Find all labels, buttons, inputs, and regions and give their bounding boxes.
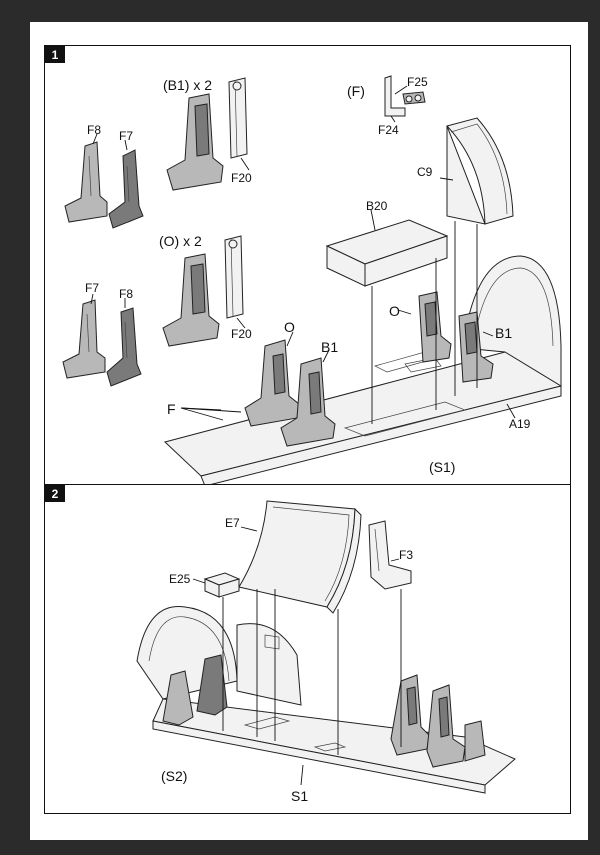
label-c9: C9: [417, 165, 433, 179]
cockpit-tub-s1-drawing: [164, 255, 562, 487]
label-s2-subassembly: (S2): [161, 768, 187, 784]
label-b1-right: B1: [495, 325, 512, 341]
label-s1-subassembly: (S1): [429, 459, 455, 475]
label-e25: E25: [169, 572, 191, 586]
part-e25-drawing: [203, 572, 241, 598]
seat-parts-f7-f8-bottom: [62, 299, 142, 387]
step-2-panel: 2: [44, 484, 571, 814]
label-f20-top: F20: [231, 171, 252, 185]
label-a19: A19: [509, 417, 531, 431]
label-b20: B20: [366, 199, 388, 213]
step-1-number: 1: [45, 46, 65, 63]
part-c9-drawing: [446, 117, 514, 225]
label-f7-top: F7: [119, 129, 133, 143]
seats-in-tub-step2: [162, 654, 486, 768]
seat-parts-f8-f7-top: [64, 141, 144, 229]
label-b1-left: B1: [321, 339, 338, 355]
label-f-callout: F: [167, 401, 176, 417]
label-f20-bottom: F20: [231, 327, 252, 341]
part-e7-drawing: [238, 500, 362, 614]
seats-in-tub-step1: [244, 291, 494, 447]
seat-b1-with-f20-drawing: [166, 77, 248, 191]
seat-o-with-f20-drawing: [162, 235, 244, 347]
cockpit-tub-s2-drawing: [136, 605, 516, 794]
label-f24: F24: [378, 123, 399, 137]
label-e7: E7: [225, 516, 240, 530]
step-2-number: 2: [45, 485, 65, 502]
label-f3: F3: [399, 548, 413, 562]
label-o-right: O: [389, 303, 400, 319]
label-s1-part: S1: [291, 788, 308, 804]
part-f24-f25-drawing: [384, 75, 426, 117]
part-f3-drawing: [368, 520, 412, 590]
label-f7-bottom: F7: [85, 281, 99, 295]
step-2-diagram: E7 F3 E25 (S2) S1: [136, 500, 516, 804]
label-o-x2: (O) x 2: [159, 233, 202, 249]
label-f8-top: F8: [87, 123, 101, 137]
label-f8-bottom: F8: [119, 287, 133, 301]
label-f-group: (F): [347, 83, 365, 99]
label-b1-x2: (B1) x 2: [163, 77, 212, 93]
label-o-left: O: [284, 319, 295, 335]
label-f25: F25: [407, 75, 428, 89]
step-1-panel: 1: [44, 45, 571, 487]
part-b20-drawing: [325, 219, 449, 287]
step-1-diagram: (B1) x 2 (O) x 2 (F) F25 F24 F8 F7 F7 F8…: [62, 75, 562, 487]
